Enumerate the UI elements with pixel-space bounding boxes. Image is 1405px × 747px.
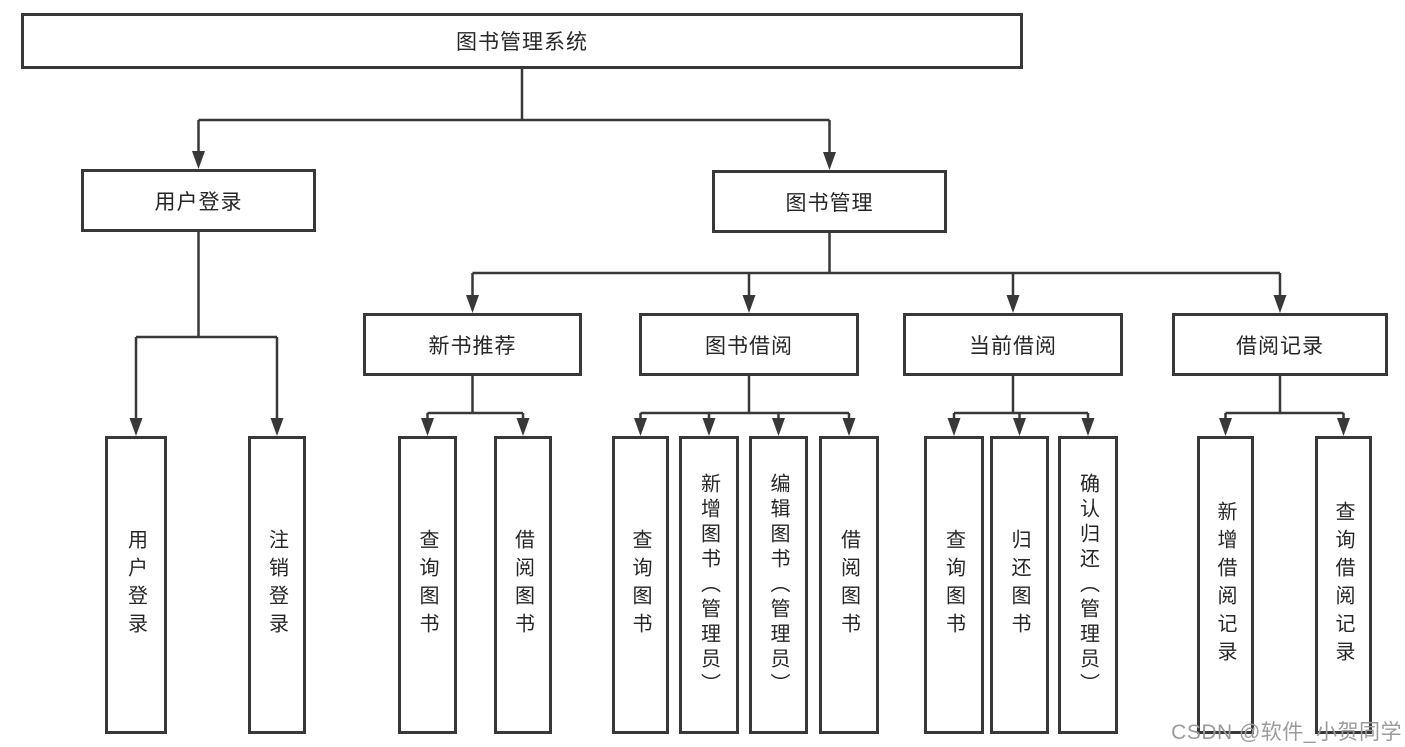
leaf-borrow-books-recommend: 借阅图书 [494,436,552,734]
node-new-book-recommendation: 新书推荐 [363,313,582,376]
leaf-add-book-admin: 新增图书（管理员） [679,436,739,734]
leaf-edit-book-admin: 编辑图书（管理员） [749,436,808,734]
leaf-query-books-current: 查询图书 [924,436,984,734]
leaf-confirm-return-admin: 确认归还（管理员） [1058,436,1118,734]
connector-borrow-records-subtree [1224,376,1345,419]
connector-new-book-subtree [426,376,525,419]
leaf-query-borrow-record: 查询借阅记录 [1315,436,1372,734]
node-user-login: 用户登录 [81,169,316,232]
leaf-logout: 注销登录 [248,436,306,734]
leaf-return-books: 归还图书 [990,436,1049,734]
connector-book-borrow-subtree [639,376,851,419]
leaf-query-books-borrowing: 查询图书 [612,436,669,734]
connector-current-borrow-subtree [952,376,1090,419]
node-book-management: 图书管理 [712,170,947,233]
node-current-borrowing: 当前借阅 [903,313,1123,376]
node-book-borrowing: 图书借阅 [639,313,859,376]
leaf-user-login: 用户登录 [105,436,167,734]
leaf-query-books-recommend: 查询图书 [398,436,457,734]
connector-user-login-subtree [134,232,279,419]
node-borrowing-records: 借阅记录 [1172,313,1388,376]
node-library-management-system: 图书管理系统 [21,13,1023,69]
connector-book-management-to-level2 [471,233,1282,296]
leaf-add-borrow-record: 新增借阅记录 [1197,436,1254,734]
leaf-borrow-books-borrowing: 借阅图书 [819,436,879,734]
arrowheads [129,151,1350,436]
connector-root-to-level1 [197,69,831,153]
